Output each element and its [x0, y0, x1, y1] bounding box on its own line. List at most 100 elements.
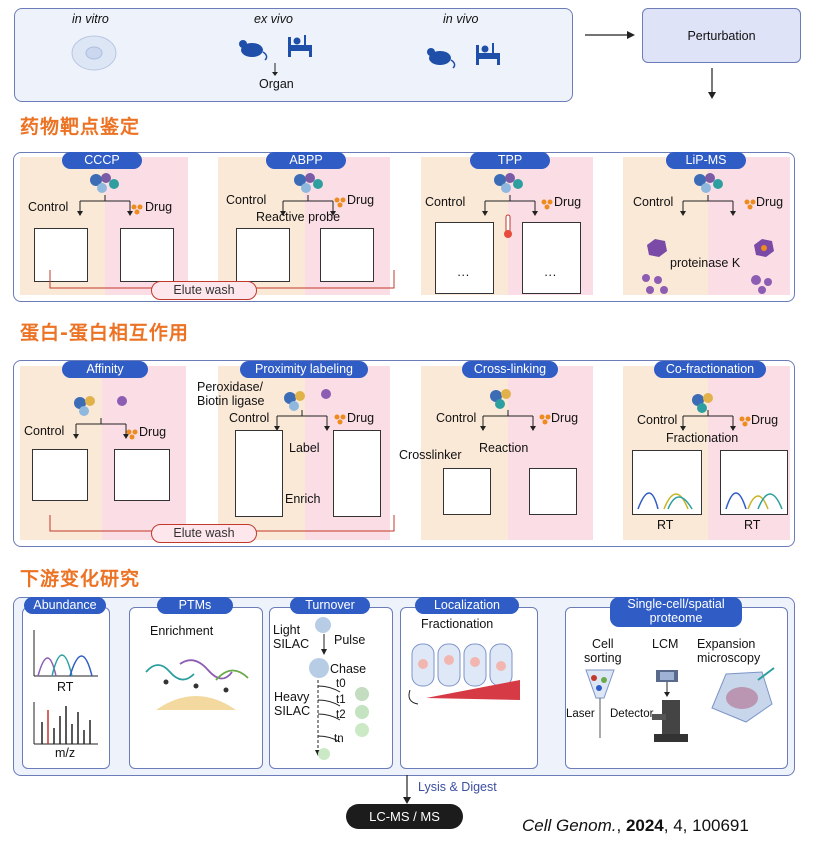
lip-control-protein-icon	[647, 239, 667, 257]
affinity-control-square	[32, 449, 88, 501]
tpp-drug-square	[522, 222, 581, 294]
crosslink-split-arrows	[480, 410, 536, 431]
expansion-gel-illustration	[711, 667, 775, 723]
turnover-heavy-label: Heavy SILAC	[274, 690, 311, 718]
lip-drug-label: Drug	[756, 195, 784, 209]
detector-label: Detector	[610, 708, 654, 720]
lip-drug-fragments	[751, 275, 772, 294]
affinity-drug-square	[114, 449, 170, 501]
protein-cluster-icon-5	[74, 396, 127, 416]
turnover-t1: t1	[336, 694, 346, 706]
citation-journal: Cell Genom.	[522, 816, 617, 835]
cccp-drug-square	[120, 228, 174, 282]
reaction-label: Reaction	[479, 441, 529, 455]
ptms-pill: PTMs	[157, 597, 233, 614]
to-perturbation-arrow	[585, 31, 635, 39]
singlecell-pill: Single-cell/spatial proteome	[610, 597, 742, 627]
tpp-control-square	[435, 222, 494, 294]
drug-dots-icon-3	[541, 199, 553, 210]
drug-dots-icon-8	[739, 416, 751, 427]
turnover-pulse-arrow	[321, 634, 327, 655]
localization-pill: Localization	[415, 597, 519, 614]
cofrac-control-label: Control	[637, 413, 678, 427]
turnover-t2: t2	[336, 709, 346, 721]
lip-control-bg	[623, 157, 708, 295]
crosslinker-label: Crosslinker	[399, 448, 462, 462]
tpp-drug-label: Drug	[554, 195, 582, 209]
ppi-elute-wash: Elute wash	[151, 524, 257, 543]
turnover-t0: t0	[336, 678, 346, 690]
protein-cluster-icon-3	[494, 173, 523, 193]
drug-dots-icon-4	[744, 199, 756, 210]
ptms-enrichment-label: Enrichment	[150, 624, 214, 638]
turnover-chase-label: Chase	[330, 662, 367, 676]
abundance-rt-peaks	[33, 630, 98, 677]
abpp-control-square	[236, 228, 290, 282]
abundance-rt-label: RT	[57, 680, 74, 694]
perturbation-down-arrow	[708, 68, 716, 99]
lip-proteinase-label: proteinase K	[670, 256, 741, 270]
cofrac-control-rt: RT	[657, 518, 674, 532]
ptms-bead-illustration	[145, 659, 249, 710]
cell-sorter-illustration	[585, 669, 615, 738]
perturbation-box: Perturbation	[642, 8, 801, 63]
tpp-pill: TPP	[470, 152, 550, 169]
turnover-timeline	[315, 680, 369, 760]
crosslink-control-label: Control	[436, 411, 477, 425]
protein-cluster-icon-4	[694, 173, 723, 193]
affinity-pill: Affinity	[62, 361, 148, 378]
abpp-drug-square	[320, 228, 374, 282]
tpp-control-dots: ···	[457, 268, 470, 282]
protein-cluster-icon-6	[284, 389, 331, 411]
turnover-tn: tn	[334, 733, 344, 745]
drug-dots-icon	[131, 204, 143, 215]
cofrac-split-arrows	[680, 410, 736, 431]
patient-bed-icon	[288, 35, 312, 57]
organ-arrow	[272, 63, 278, 76]
lip-control-fragments	[642, 274, 668, 294]
ex-vivo-label: ex vivo	[254, 12, 293, 26]
turnover-pill: Turnover	[290, 597, 370, 614]
lip-split-arrows	[680, 195, 736, 216]
lip-drug-bg	[708, 157, 790, 295]
crosslink-drug-label: Drug	[551, 411, 579, 425]
proximity-pill: Proximity labeling	[240, 361, 368, 378]
localization-tubes	[408, 643, 520, 705]
cofrac-control-peaks	[637, 492, 693, 510]
target-elute-wash: Elute wash	[151, 281, 257, 300]
lcm-label: LCM	[652, 637, 679, 651]
organ-label: Organ	[259, 77, 294, 91]
drug-dots-icon-2	[334, 197, 346, 208]
protein-cluster-icon-2	[294, 173, 323, 193]
cofrac-pill: Co-fractionation	[654, 361, 766, 378]
lip-control-label: Control	[633, 195, 674, 209]
cofrac-drug-chart	[720, 450, 788, 515]
cell-sorting-label: Cell sorting	[584, 637, 622, 665]
cccp-control-label: Control	[28, 200, 69, 214]
crosslink-pill: Cross-linking	[462, 361, 558, 378]
lysis-arrow	[403, 775, 411, 804]
proximity-drug-square	[333, 430, 381, 517]
crosslink-control-square	[443, 468, 491, 515]
protein-cluster-icon-8	[692, 393, 713, 413]
lcms-label: LC-MS / MS	[369, 809, 440, 824]
section-title-downstream: 下游变化研究	[20, 568, 141, 590]
microscope-illustration	[652, 670, 688, 742]
abpp-pill: ABPP	[266, 152, 346, 169]
section-title-ppi: 蛋白-蛋白相互作用	[20, 322, 189, 344]
abundance-mz-spectrum	[33, 702, 98, 745]
citation: Cell Genom., 2024, 4, 100691	[522, 816, 749, 836]
cccp-split-arrows	[77, 195, 133, 216]
cofrac-drug-label: Drug	[751, 413, 779, 427]
laser-label: Laser	[566, 708, 595, 720]
drug-dots-icon-6	[334, 414, 346, 425]
thermometer-icon	[504, 214, 512, 238]
citation-rest: , 4, 100691	[663, 816, 749, 835]
proximity-enrich-step: Enrich	[285, 492, 321, 506]
localization-fractionation-label: Fractionation	[421, 617, 494, 631]
cofrac-drug-rt: RT	[744, 518, 761, 532]
cccp-control-square	[34, 228, 88, 282]
patient-bed-icon-2	[476, 43, 500, 65]
lip-pill: LiP-MS	[666, 152, 746, 169]
affinity-split-arrows	[73, 418, 129, 439]
